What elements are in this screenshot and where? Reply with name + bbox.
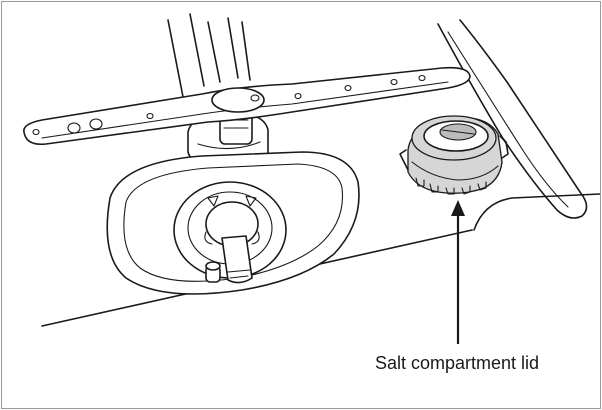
tub-floor-right-edge: [473, 193, 600, 231]
callout-arrow-icon: [451, 200, 465, 344]
side-rail: [437, 19, 588, 219]
filter-assembly-icon: [173, 181, 287, 284]
spray-arm-icon: [23, 66, 471, 146]
spray-arm-pipe: [167, 13, 251, 103]
salt-compartment-lid-icon: [399, 115, 509, 195]
salt-compartment-lid-label: Salt compartment lid: [374, 353, 540, 373]
